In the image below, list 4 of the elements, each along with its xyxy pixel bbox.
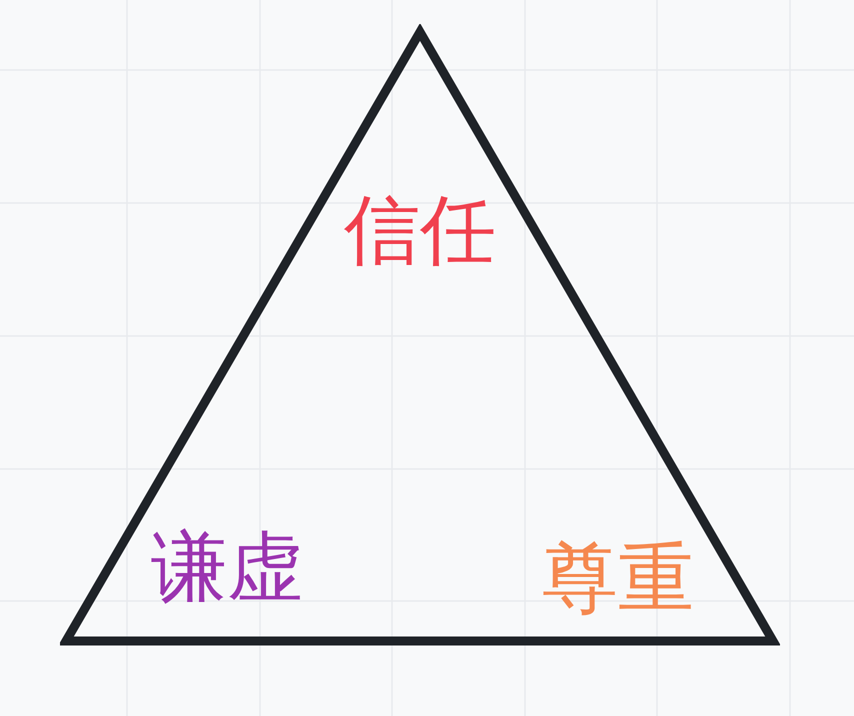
left-label: 谦虚 [151,529,303,605]
triangle [60,24,780,648]
right-label: 尊重 [542,540,694,616]
top-label: 信任 [344,192,496,268]
